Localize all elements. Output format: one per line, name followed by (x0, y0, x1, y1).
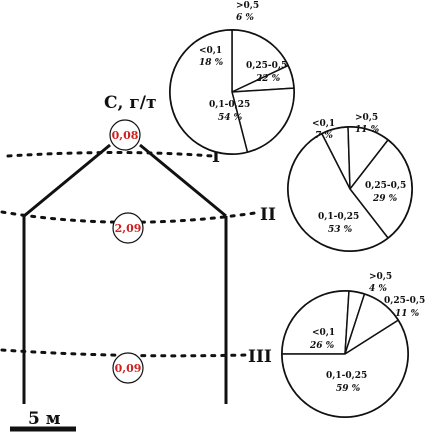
pie-ii-wedge-025-05 (349, 139, 413, 239)
pie-ii-category-lt01: <0,1 (312, 119, 335, 129)
pie-ii-wedge-01-025 (287, 133, 389, 252)
pie-iii-value-gt05: 4 % (369, 284, 387, 294)
concentration-marker-ii: 2,09 (112, 212, 144, 244)
pie-i-category-01-025: 0,1-0,25 (209, 100, 250, 110)
pie-iii-value-025-05: 11 % (395, 309, 420, 319)
pie-i-value-lt01: 18 % (199, 58, 224, 68)
concentration-marker-i: 0,08 (109, 119, 141, 151)
pie-iii-value-lt01: 26 % (309, 341, 335, 351)
outline-left-slope (23, 143, 111, 218)
pie-ii-category-gt05: >0,5 (355, 113, 378, 123)
pie-chart-level-iii (281, 290, 409, 418)
concentration-marker-iii: 0,09 (112, 352, 144, 384)
pie-i-category-gt05: >0,5 (236, 1, 259, 11)
pie-chart-level-ii (287, 126, 413, 252)
pie-i-wedge-025-05 (231, 87, 295, 153)
pie-i-value-025-05: 22 % (255, 74, 281, 84)
level-label-ii: II (260, 205, 276, 225)
pie-i-category-025-05: 0,25-0,5 (246, 61, 287, 71)
pie-iii-category-lt01: <0,1 (312, 328, 335, 338)
pie-iii-category-025-05: 0,25-0,5 (384, 296, 425, 306)
pie-iii-value-01-025: 59 % (336, 384, 361, 394)
pie-i-value-01-025: 54 % (218, 113, 243, 123)
pie-ii-category-01-025: 0,1-0,25 (318, 212, 359, 222)
concentration-value-ii: 2,09 (115, 222, 142, 235)
pie-i-wedge-01-025 (169, 29, 249, 155)
pie-ii-value-lt01: 7 % (315, 131, 333, 141)
pie-ii-category-025-05: 0,25-0,5 (365, 181, 406, 191)
pie-ii-value-gt05: 11 % (355, 125, 380, 135)
pie-chart-level-i (169, 29, 295, 155)
outline-right-slope (139, 143, 227, 218)
pie-i-value-gt05: 6 % (236, 13, 254, 23)
scale-bar-label: 5 м (28, 409, 61, 429)
pie-iii-category-gt05: >0,5 (369, 272, 392, 282)
section-outline (22, 143, 228, 404)
pie-iii-wedge-lt01 (281, 290, 350, 355)
pie-iii-category-01-025: 0,1-0,25 (326, 371, 367, 381)
pie-i-wedge-lt01 (231, 29, 289, 93)
pie-iii-wedge-01-025 (281, 319, 409, 418)
concentration-value-iii: 0,09 (115, 362, 142, 375)
pie-i-category-lt01: <0,1 (199, 46, 222, 56)
concentration-unit-title: С, г/т (104, 93, 157, 113)
pie-ii-value-01-025: 53 % (328, 225, 353, 235)
level-line-i (6, 151, 214, 158)
pie-ii-value-025-05: 29 % (372, 194, 398, 204)
level-label-iii: III (248, 347, 272, 367)
level-label-i: I (212, 147, 220, 167)
concentration-value-i: 0,08 (112, 129, 139, 142)
level-line-ii (0, 210, 257, 224)
